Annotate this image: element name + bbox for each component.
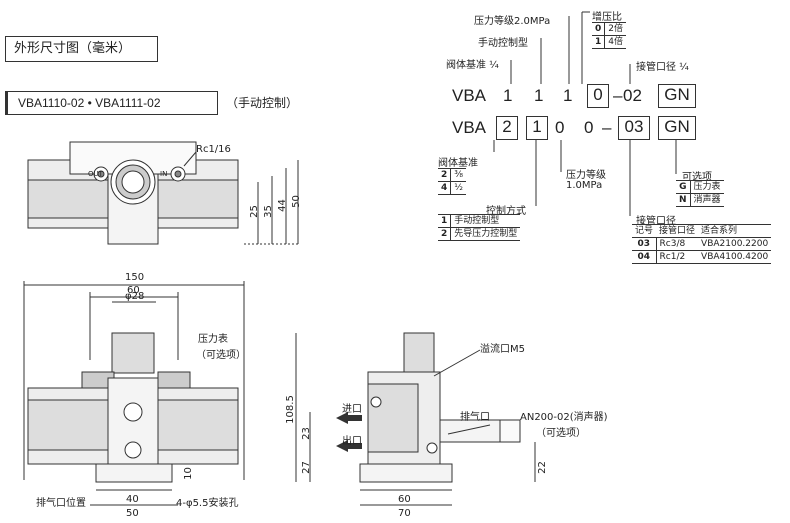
dim-60: 60 bbox=[127, 285, 140, 296]
base-value: ½ bbox=[450, 181, 466, 195]
code2-port-code: 03 bbox=[618, 116, 650, 140]
silencer-label: AN200-02(消声器) bbox=[520, 412, 608, 423]
code2-option-label: 可选项 bbox=[682, 172, 712, 183]
code2-digit-2: 1 bbox=[526, 116, 548, 140]
code2-pressure-label: 压力等级 bbox=[566, 170, 606, 181]
port-table-header: 适合系列 bbox=[698, 224, 772, 238]
model-number: VBA1110-02 • VBA1111-02 bbox=[5, 91, 218, 115]
port-series: VBA4100.4200 bbox=[698, 250, 772, 264]
code2-port-label: 接管口径 bbox=[636, 216, 676, 227]
control-key: 2 bbox=[438, 227, 452, 241]
exhaust-label: 排气口 bbox=[460, 412, 490, 423]
ratio-key: 1 bbox=[592, 35, 606, 49]
base-key: 2 bbox=[438, 168, 452, 182]
code1-manual-label: 手动控制型 bbox=[478, 38, 528, 49]
option-key: G bbox=[676, 180, 691, 194]
outlet-label: 出口 bbox=[342, 436, 362, 447]
gauge-label: 压力表 bbox=[198, 334, 228, 345]
code1-prefix: VBA bbox=[452, 86, 487, 105]
overflow-port-label: 溢流口M5 bbox=[480, 344, 525, 355]
rc-port-label: Rc1/16 bbox=[196, 144, 231, 155]
port-size: Rc3/8 bbox=[656, 237, 699, 251]
ratio-value: 4倍 bbox=[604, 35, 626, 49]
dim-60-side: 60 bbox=[398, 494, 411, 505]
base-key: 4 bbox=[438, 181, 452, 195]
code1-port-label: 接管口径 ¼ bbox=[636, 62, 689, 73]
base-value: ³⁄₈ bbox=[450, 168, 466, 182]
gauge-note: （可选项） bbox=[196, 350, 246, 361]
code1-dash: – bbox=[613, 86, 623, 105]
side-view-drawing bbox=[295, 332, 536, 506]
option-key: N bbox=[676, 193, 691, 207]
option-value: 消声器 bbox=[690, 193, 724, 207]
option-value: 压力表 bbox=[690, 180, 724, 194]
front-view-drawing bbox=[23, 281, 245, 506]
port-code: 03 bbox=[632, 237, 657, 251]
table-row: 04 Rc1/2 VBA4100.4200 bbox=[632, 250, 772, 264]
exhaust-position-label: 排气口位置 bbox=[36, 498, 86, 509]
code1-ratio-label: 增压比 bbox=[592, 12, 622, 23]
code1-digit-2: 1 bbox=[534, 86, 544, 105]
silencer-note: （可选项） bbox=[536, 428, 586, 439]
model-note: （手动控制） bbox=[226, 96, 299, 110]
table-row: 03 Rc3/8 VBA2100.2200 bbox=[632, 237, 772, 251]
flow-arrows bbox=[336, 412, 362, 452]
code1-digit-1: 1 bbox=[503, 86, 513, 105]
dim-50-bottom: 50 bbox=[126, 508, 139, 519]
control-key: 1 bbox=[438, 214, 452, 228]
mount-holes-label: 4-φ5.5安装孔 bbox=[176, 498, 239, 509]
code1-base-label: 阀体基准 ¼ bbox=[446, 60, 499, 71]
code2-control-label: 控制方式 bbox=[486, 206, 526, 217]
code1-digit-3: 1 bbox=[563, 86, 573, 105]
code2-prefix: VBA bbox=[452, 118, 487, 137]
code2-base-label: 阀体基准 bbox=[438, 158, 478, 169]
out-port-label: OUT bbox=[88, 170, 103, 178]
code1-option-code: GN bbox=[658, 84, 696, 108]
port-size: Rc1/2 bbox=[656, 250, 699, 264]
dim-40: 40 bbox=[126, 494, 139, 505]
port-table-header: 记号 bbox=[632, 224, 657, 238]
code1-pressure-label: 压力等级2.0MPa bbox=[474, 16, 551, 27]
port-table: 记号 接管口径 适合系列 03 Rc3/8 VBA2100.2200 04 Rc… bbox=[632, 224, 772, 264]
code2-digit-3: 0 bbox=[555, 118, 565, 137]
port-code: 04 bbox=[632, 250, 657, 264]
code2-digit-1: 2 bbox=[496, 116, 518, 140]
port-series: VBA2100.2200 bbox=[698, 237, 772, 251]
port-table-header: 接管口径 bbox=[656, 224, 699, 238]
dim-70: 70 bbox=[398, 508, 411, 519]
code2-dash: – bbox=[602, 118, 612, 137]
section-title: 外形尺寸图（毫米） bbox=[5, 36, 158, 62]
code2-pressure-value: 1.0MPa bbox=[566, 180, 603, 191]
dim-150: 150 bbox=[125, 272, 145, 283]
control-value: 先导压力控制型 bbox=[450, 227, 521, 241]
in-port-label: IN bbox=[160, 170, 168, 178]
dim-phi28: φ28 bbox=[125, 291, 145, 302]
control-value: 手动控制型 bbox=[450, 214, 521, 228]
code2-option-code: GN bbox=[658, 116, 696, 140]
code2-digit-4: 0 bbox=[584, 118, 594, 137]
inlet-label: 进口 bbox=[342, 404, 362, 415]
code1-digit-4: 0 bbox=[587, 84, 609, 108]
code1-port-code: 02 bbox=[623, 86, 642, 105]
top-view-drawing bbox=[27, 141, 300, 245]
